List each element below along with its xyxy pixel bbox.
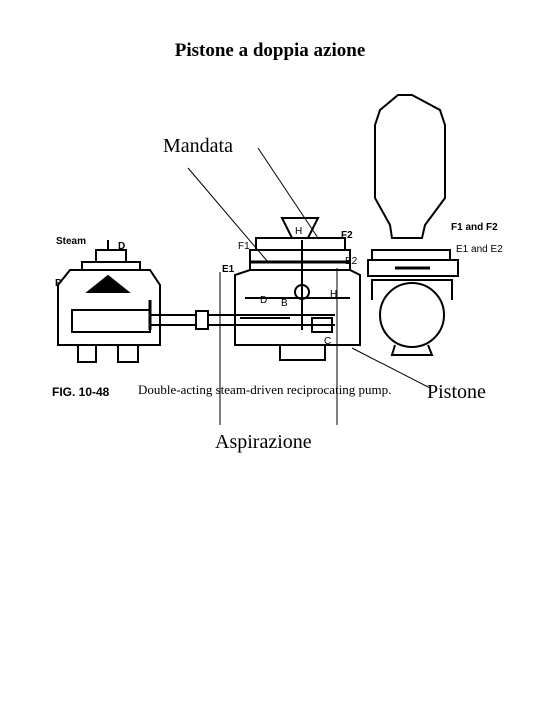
figure-number: FIG. 10-48: [52, 385, 110, 399]
steam-cylinder: [57, 240, 161, 363]
part-label-h-top: H: [295, 226, 302, 237]
figure-caption: Double-acting steam-driven reciprocating…: [138, 382, 391, 397]
part-label-f1-and-f2: F1 and F2: [451, 222, 498, 233]
part-label-steam: Steam: [56, 236, 86, 247]
page-title: Pistone a doppia azione: [174, 40, 366, 61]
piston-rod: [150, 310, 335, 330]
label-aspirazione: Aspirazione: [215, 431, 312, 453]
part-label-b: B: [281, 298, 288, 309]
part-label-d: D: [118, 241, 125, 252]
part-label-h-mid: H: [330, 289, 337, 300]
pump-body: [234, 217, 361, 361]
mandata-pointer-left: [187, 167, 269, 263]
label-pistone: Pistone: [427, 381, 486, 403]
part-label-d-mid: D: [260, 295, 267, 306]
part-label-e2: E2: [345, 256, 358, 267]
label-mandata: Mandata: [163, 135, 233, 157]
end-view: [367, 249, 459, 356]
air-vessel: [374, 94, 446, 239]
part-label-e1: E1: [222, 264, 235, 275]
mandata-pointer-right: [257, 147, 319, 239]
part-label-f2: F2: [341, 230, 353, 241]
part-label-f1: F1: [238, 241, 250, 252]
part-label-e1-and-e2: E1 and E2: [456, 244, 503, 255]
pistone-pointer: [351, 347, 431, 389]
part-label-c: C: [324, 336, 331, 347]
part-label-p: P: [55, 278, 62, 289]
